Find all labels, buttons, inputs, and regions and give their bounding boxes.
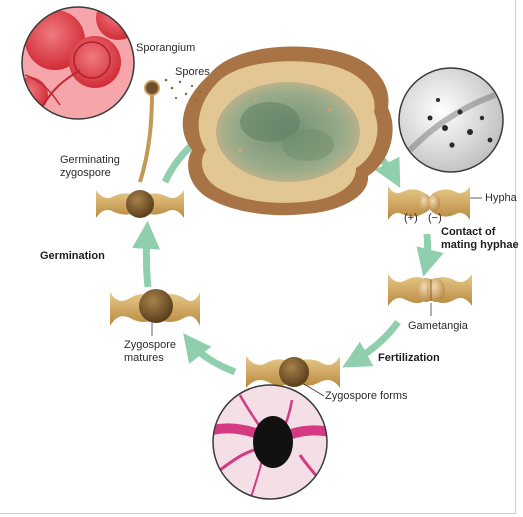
sporangia-micrograph xyxy=(12,0,140,125)
gametangia-art xyxy=(388,274,472,316)
label-contact-of-mating-hyphae: Contact of mating hyphae xyxy=(441,226,519,252)
label-plus: (+) xyxy=(404,212,418,225)
zygospore-micrograph xyxy=(210,384,330,504)
label-germination: Germination xyxy=(40,250,105,263)
zygospore-matures-art xyxy=(110,289,200,336)
label-minus: (−) xyxy=(428,212,442,225)
label-fertilization: Fertilization xyxy=(378,352,440,365)
label-matures-line2: matures xyxy=(124,352,176,365)
mold-photo xyxy=(395,65,510,180)
moldy-bread-image xyxy=(183,47,393,216)
label-contact-line2: mating hyphae xyxy=(441,239,519,252)
label-germinating-zygospore: Germinating zygospore xyxy=(60,154,120,180)
label-zygospore-forms: Zygospore forms xyxy=(325,390,408,403)
label-contact-line1: Contact of xyxy=(441,226,519,239)
label-sporangium: Sporangium xyxy=(136,42,195,55)
label-spores: Spores xyxy=(175,66,210,79)
label-matures-line1: Zygospore xyxy=(124,339,176,352)
label-zygospore-matures: Zygospore matures xyxy=(124,339,176,365)
label-hypha: Hypha xyxy=(485,192,517,205)
label-germinating-line1: Germinating xyxy=(60,154,120,167)
label-gametangia: Gametangia xyxy=(408,320,468,333)
label-germinating-line2: zygospore xyxy=(60,167,120,180)
